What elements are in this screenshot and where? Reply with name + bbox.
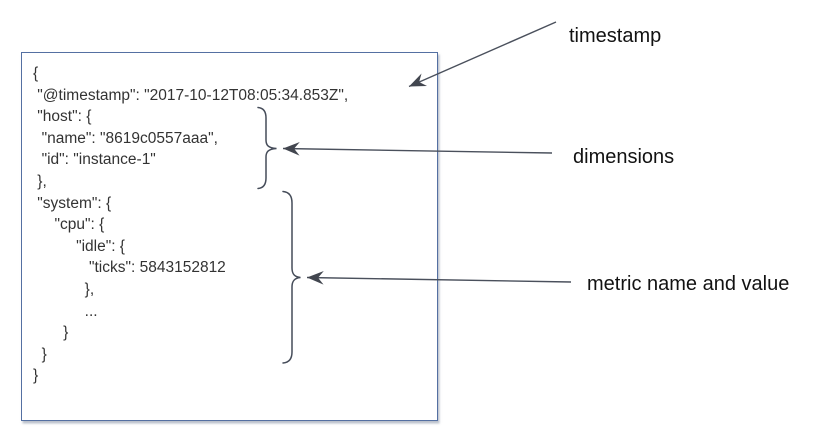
json-document-code: { "@timestamp": "2017-10-12T08:05:34.853…: [33, 65, 349, 385]
timestamp-label: timestamp: [569, 25, 662, 47]
json-document-box: [21, 52, 438, 421]
dimensions-label: dimensions: [573, 146, 675, 168]
metric-name-and-value-label: metric name and value: [587, 273, 790, 295]
